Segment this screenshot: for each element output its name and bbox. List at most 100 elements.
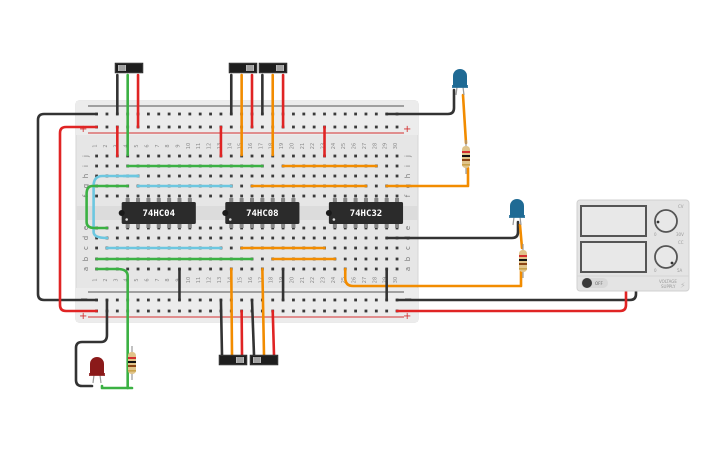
- rail-hole[interactable]: [136, 298, 140, 302]
- led-red-bottom[interactable]: [89, 357, 105, 384]
- hole[interactable]: [354, 257, 357, 261]
- hole[interactable]: [302, 174, 306, 178]
- rail-hole[interactable]: [333, 298, 337, 302]
- hole[interactable]: [209, 226, 212, 230]
- rail-hole[interactable]: [157, 309, 161, 313]
- hole[interactable]: [188, 174, 192, 178]
- hole[interactable]: [333, 174, 337, 178]
- rail-hole[interactable]: [147, 298, 150, 302]
- hole[interactable]: [364, 154, 368, 158]
- hole[interactable]: [157, 194, 161, 198]
- hole[interactable]: [302, 236, 306, 240]
- hole[interactable]: [198, 154, 202, 158]
- rail-hole[interactable]: [281, 309, 285, 313]
- rail-hole[interactable]: [136, 309, 140, 313]
- rail-hole[interactable]: [343, 112, 347, 116]
- rail-hole[interactable]: [312, 112, 316, 116]
- wire-red-rail-left[interactable]: [58, 125, 98, 313]
- wire-switch5-red[interactable]: [271, 309, 276, 357]
- rail-hole[interactable]: [188, 298, 192, 302]
- hole[interactable]: [136, 267, 140, 271]
- hole[interactable]: [343, 194, 347, 198]
- wire-led-top-to-resistor[interactable]: [461, 93, 468, 145]
- hole[interactable]: [147, 154, 150, 158]
- hole[interactable]: [354, 194, 357, 198]
- hole[interactable]: [157, 174, 161, 178]
- hole[interactable]: [312, 194, 316, 198]
- hole[interactable]: [260, 174, 264, 178]
- hole[interactable]: [126, 236, 130, 240]
- rail-hole[interactable]: [364, 298, 368, 302]
- hole[interactable]: [188, 236, 192, 240]
- hole[interactable]: [240, 194, 244, 198]
- hole[interactable]: [374, 194, 378, 198]
- rail-hole[interactable]: [178, 309, 181, 313]
- power-supply[interactable]: CV CC 0 30V 0 5A OFF VOLTAGE SUPPLY ⚡: [576, 199, 690, 292]
- rail-hole[interactable]: [312, 125, 316, 129]
- switch-top-1[interactable]: [114, 62, 144, 74]
- hole[interactable]: [157, 267, 161, 271]
- hole[interactable]: [115, 236, 119, 240]
- switch-bottom-2[interactable]: [249, 354, 279, 366]
- ic-chip-74hc04[interactable]: 74HC04: [118, 198, 196, 228]
- hole[interactable]: [385, 154, 389, 158]
- wire-switch5-black[interactable]: [250, 298, 256, 357]
- rail-hole[interactable]: [167, 125, 171, 129]
- wire-black-rail-left[interactable]: [36, 112, 98, 302]
- hole[interactable]: [188, 194, 192, 198]
- rail-hole[interactable]: [188, 309, 192, 313]
- hole[interactable]: [260, 236, 264, 240]
- rail-hole[interactable]: [198, 125, 202, 129]
- hole[interactable]: [343, 174, 347, 178]
- rail-hole[interactable]: [157, 112, 161, 116]
- rail-hole[interactable]: [312, 309, 316, 313]
- wire-black-rail-led-red[interactable]: [74, 298, 109, 388]
- hole[interactable]: [167, 194, 171, 198]
- rail-hole[interactable]: [229, 125, 233, 129]
- hole[interactable]: [229, 194, 233, 198]
- hole[interactable]: [136, 154, 140, 158]
- rail-hole[interactable]: [178, 112, 181, 116]
- rail-hole[interactable]: [178, 125, 181, 129]
- rail-hole[interactable]: [302, 125, 306, 129]
- hole[interactable]: [198, 194, 202, 198]
- hole[interactable]: [229, 236, 233, 240]
- rail-hole[interactable]: [333, 112, 337, 116]
- led-blue-middle[interactable]: [509, 199, 525, 226]
- hole[interactable]: [312, 174, 316, 178]
- wire-green-led-red-resistor[interactable]: [100, 384, 134, 390]
- rail-hole[interactable]: [219, 112, 223, 116]
- hole[interactable]: [260, 257, 264, 261]
- hole[interactable]: [167, 154, 171, 158]
- switch-top-2[interactable]: [228, 62, 258, 74]
- rail-hole[interactable]: [385, 309, 389, 313]
- hole[interactable]: [115, 226, 119, 230]
- hole[interactable]: [281, 236, 285, 240]
- hole[interactable]: [312, 267, 316, 271]
- switch-top-3[interactable]: [258, 62, 288, 74]
- rail-hole[interactable]: [167, 309, 171, 313]
- hole[interactable]: [364, 236, 368, 240]
- rail-hole[interactable]: [343, 309, 347, 313]
- hole[interactable]: [198, 236, 202, 240]
- hole[interactable]: [136, 236, 140, 240]
- rail-hole[interactable]: [385, 125, 389, 129]
- voltage-knob[interactable]: [654, 209, 678, 233]
- hole[interactable]: [395, 174, 399, 178]
- rail-hole[interactable]: [188, 112, 192, 116]
- hole[interactable]: [209, 236, 212, 240]
- rail-hole[interactable]: [147, 125, 150, 129]
- hole[interactable]: [302, 226, 306, 230]
- wire-green-a1-resistor-bottom[interactable]: [95, 267, 129, 390]
- hole[interactable]: [198, 174, 202, 178]
- wire-black-supply-negative[interactable]: [395, 280, 638, 302]
- hole[interactable]: [240, 236, 244, 240]
- hole[interactable]: [354, 246, 357, 250]
- rail-hole[interactable]: [105, 125, 109, 129]
- rail-hole[interactable]: [167, 298, 171, 302]
- hole[interactable]: [323, 194, 326, 198]
- rail-hole[interactable]: [374, 125, 378, 129]
- hole[interactable]: [385, 246, 389, 250]
- rail-hole[interactable]: [209, 298, 212, 302]
- wire-orange-a25-resistor-middle[interactable]: [343, 267, 523, 288]
